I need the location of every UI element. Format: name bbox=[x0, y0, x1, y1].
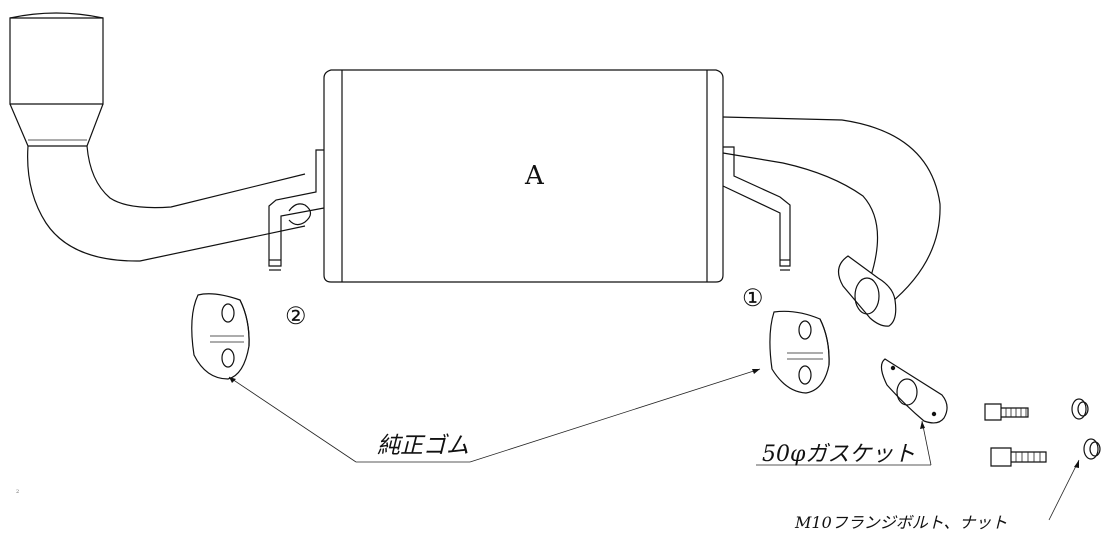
outlet-flange bbox=[837, 255, 897, 327]
main-muffler: A bbox=[323, 69, 724, 283]
rubber-leader-lines bbox=[228, 368, 761, 463]
left-hanger-bracket bbox=[268, 149, 325, 271]
flange-nut-1 bbox=[1071, 398, 1089, 420]
muffler-label: A bbox=[524, 161, 545, 191]
flange-bolt-2 bbox=[990, 447, 1047, 467]
gasket-leader-lines bbox=[756, 420, 932, 466]
rubber-hanger-right bbox=[769, 310, 830, 394]
marker-2: ② bbox=[285, 302, 307, 330]
corner-mark: 2 bbox=[16, 489, 19, 495]
gasket-label: 50φガスケット bbox=[762, 442, 915, 467]
flange-nut-2 bbox=[1083, 438, 1101, 460]
rubber-label: 純正ゴム bbox=[377, 433, 469, 459]
flange-bolt-1 bbox=[984, 403, 1029, 421]
right-hanger-bracket bbox=[722, 146, 791, 271]
left-tailpipe bbox=[9, 12, 306, 262]
outlet-pipe bbox=[722, 116, 941, 307]
marker-1: ① bbox=[742, 284, 764, 312]
bolt-nut-label: M10フランジボルト、ナット bbox=[794, 513, 1007, 532]
gasket bbox=[880, 358, 948, 424]
rubber-hanger-left bbox=[191, 293, 250, 380]
bolt-leader-line bbox=[1048, 459, 1080, 521]
